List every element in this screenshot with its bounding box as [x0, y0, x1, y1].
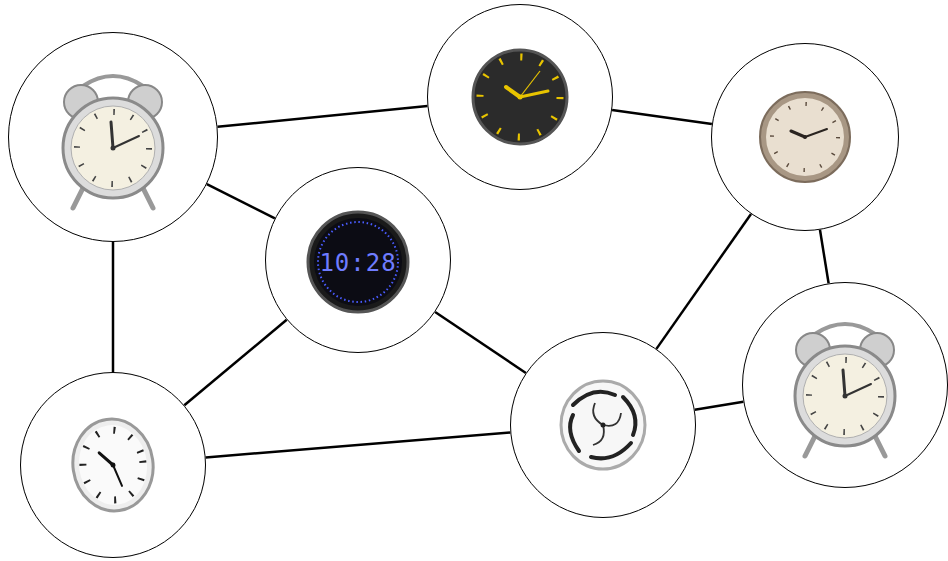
- connector-line: [207, 184, 275, 218]
- clock-circle: [427, 4, 613, 190]
- clock-circle: 10:28: [265, 167, 451, 353]
- connector-line: [206, 433, 511, 458]
- clock-circle: [711, 43, 899, 231]
- connector-line: [656, 214, 751, 349]
- connector-line: [612, 110, 712, 124]
- clock-display-text: 10:28: [319, 249, 396, 277]
- connector-line: [695, 402, 744, 410]
- connector-line: [112, 242, 115, 372]
- connector-line: [820, 230, 829, 284]
- connector-line: [217, 106, 427, 127]
- connector-line: [435, 312, 526, 373]
- clock-circle: [20, 372, 206, 558]
- clock-circle: [510, 332, 696, 518]
- clock-circle: [742, 282, 948, 488]
- clock-circle: [8, 32, 218, 242]
- connector-line: [184, 320, 286, 406]
